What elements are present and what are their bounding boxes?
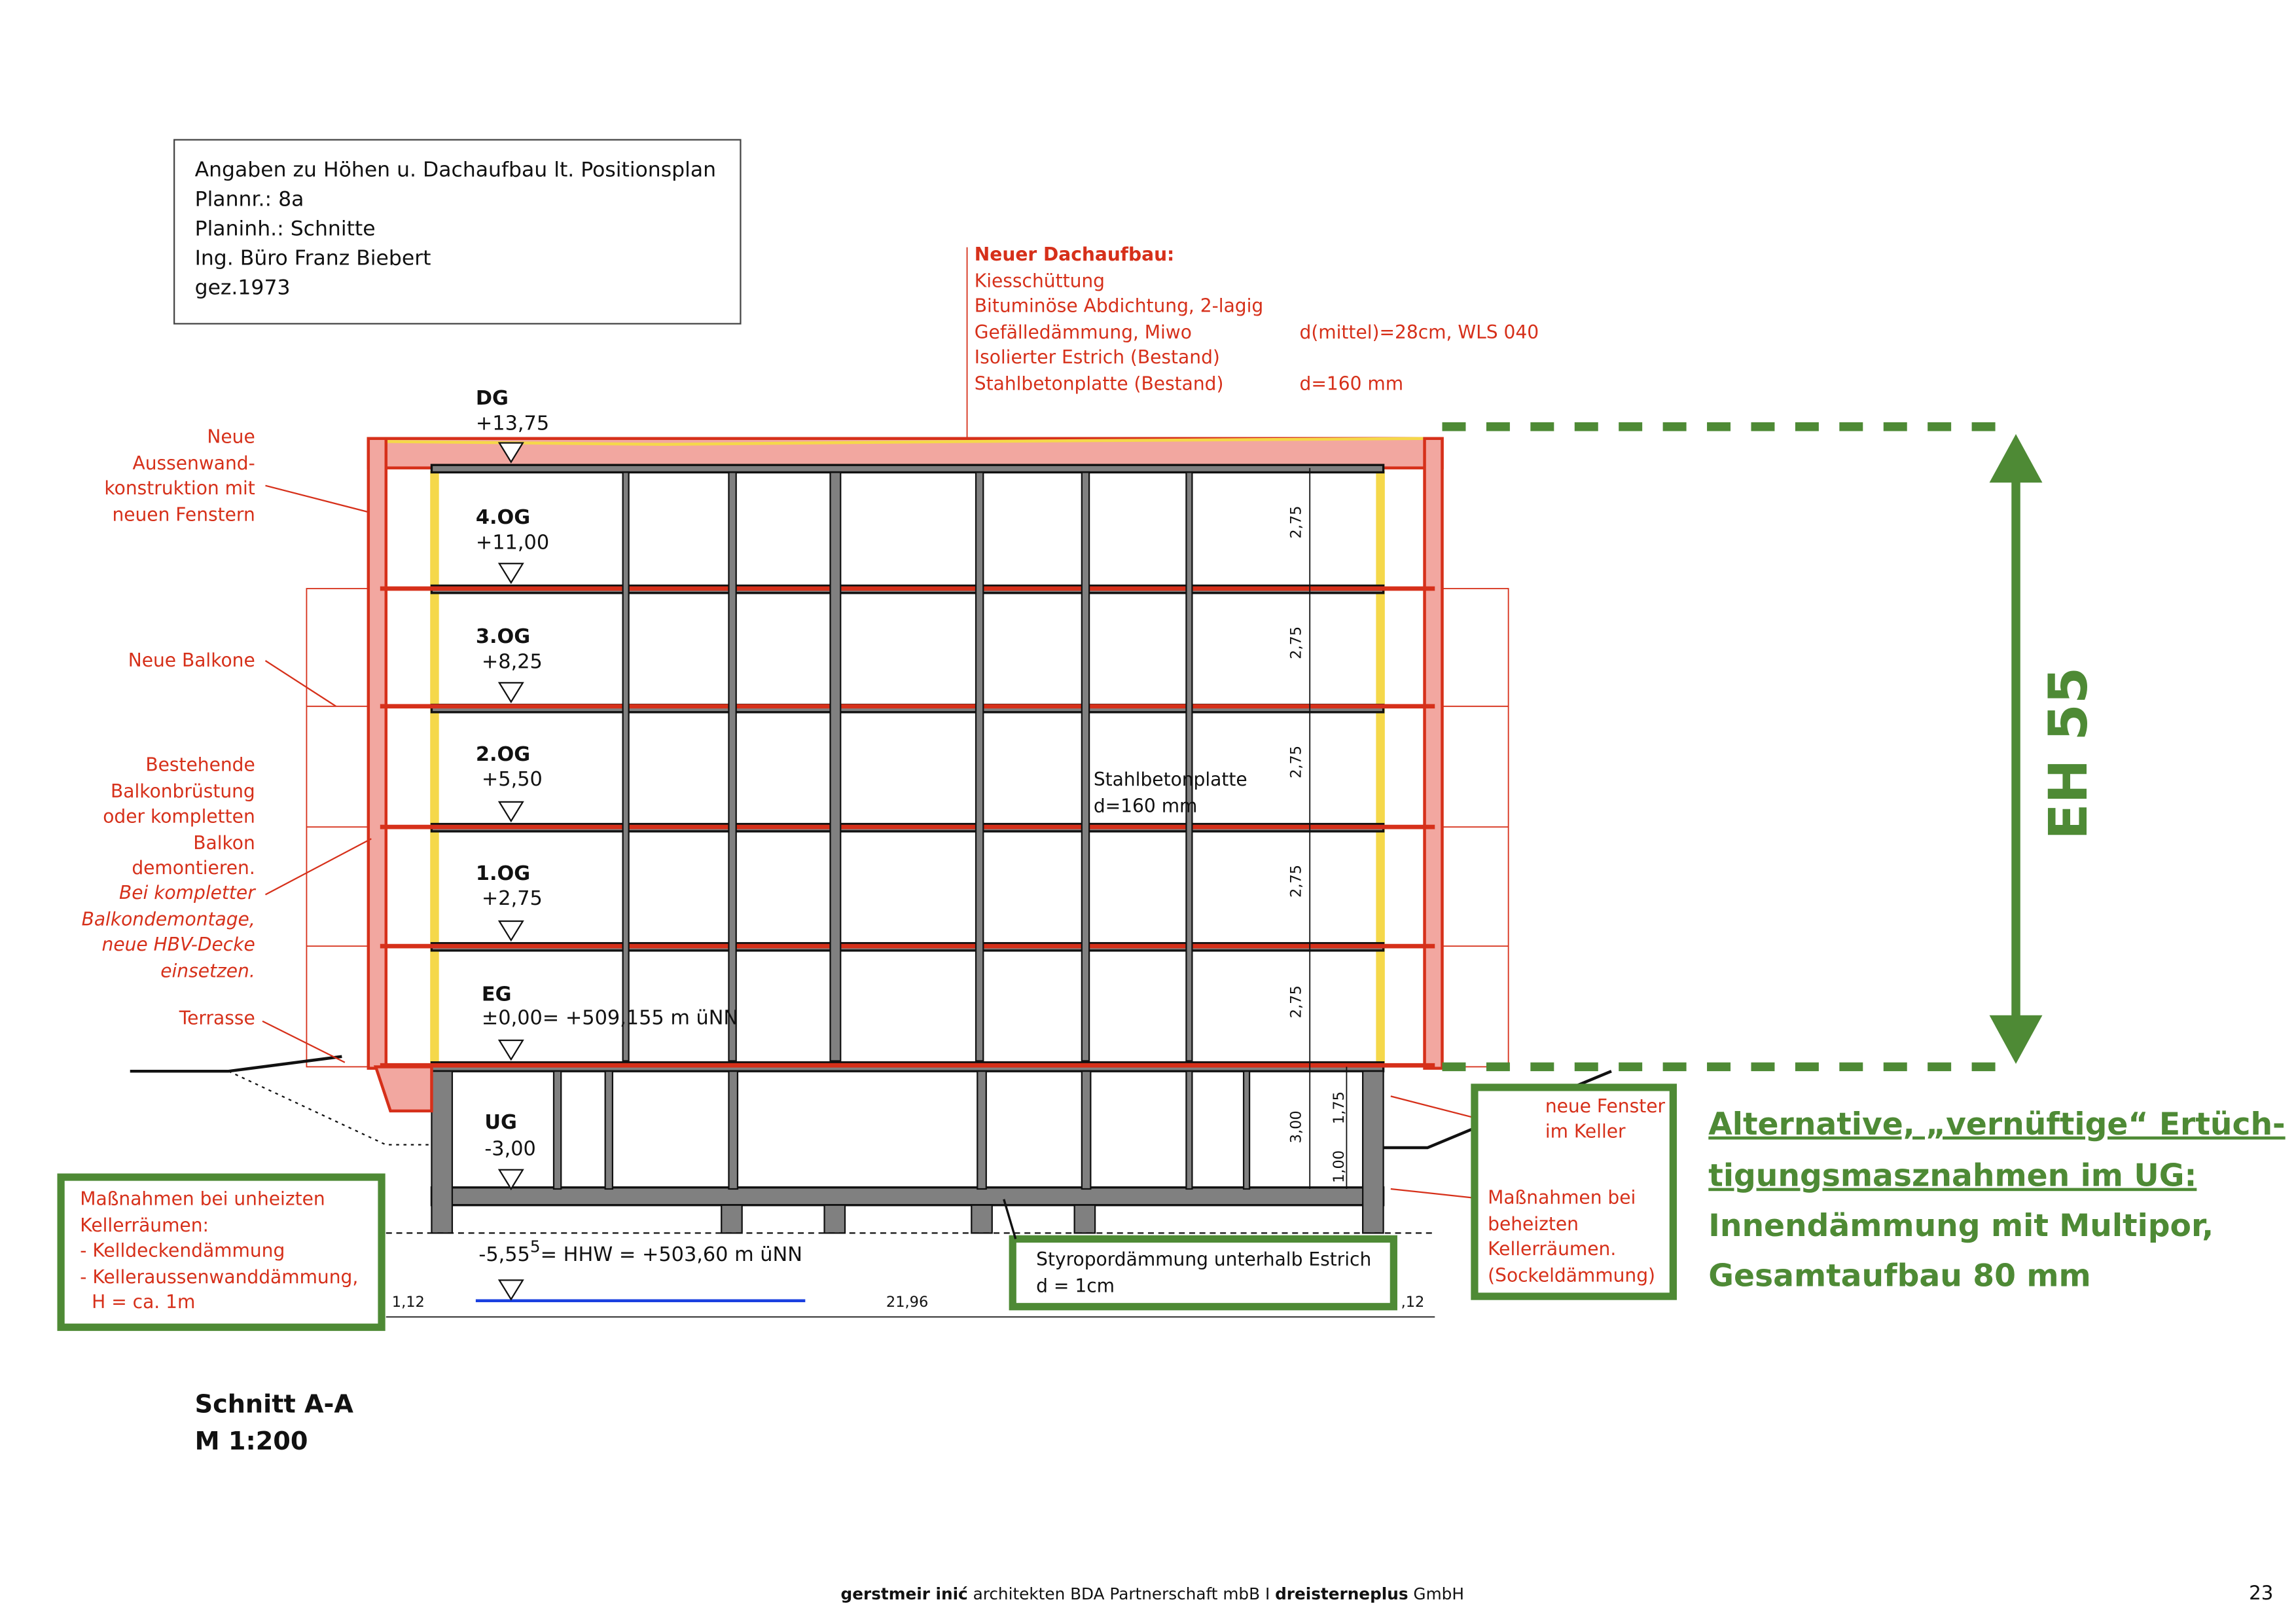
roof-layer: Isolierter Estrich (Bestand) <box>975 346 1220 368</box>
dim-vertical: 1,75 <box>1331 1091 1348 1124</box>
box-line: d = 1cm <box>1036 1275 1115 1296</box>
arrow-up-icon <box>1989 434 2043 483</box>
box-styropor: Styropordämmung unterhalb Estrich d = 1c… <box>1003 1199 1397 1311</box>
note-bestehende: Bestehende <box>145 754 255 776</box>
building-section <box>130 437 1612 1303</box>
note-bestehende-italic: neue HBV-Decke <box>102 934 255 955</box>
dim-vertical: 2,75 <box>1288 746 1305 778</box>
note-bestehende-italic: Bei kompletter <box>119 882 256 903</box>
info-line: gez.1973 <box>195 276 291 300</box>
box-line: Kellerräumen: <box>80 1214 209 1236</box>
box-line: Maßnahmen bei unheizten <box>80 1188 325 1210</box>
roof-layer: Gefälledämmung, Miwo <box>975 321 1192 343</box>
drawing-title: Schnitt A-A <box>195 1391 354 1419</box>
level-elevation: +2,75 <box>482 887 543 910</box>
box-line: im Keller <box>1545 1120 1626 1142</box>
note-balkone: Neue Balkone <box>128 649 255 671</box>
level-name: 3.OG <box>476 625 530 648</box>
note-bestehende: Balkon <box>193 832 255 854</box>
alternative-line: Gesamtaufbau 80 mm <box>1708 1258 2090 1294</box>
note-bestehende-italic: Balkondemontage, <box>82 909 255 930</box>
level-name: 4.OG <box>476 506 530 529</box>
box-line: Maßnahmen bei <box>1488 1186 1636 1208</box>
box-line: Styropordämmung unterhalb Estrich <box>1036 1249 1371 1270</box>
page-number: 23 <box>2249 1582 2273 1604</box>
arrow-down-icon <box>1989 1015 2043 1064</box>
eh55-indicator: EH 55 <box>1442 422 2100 1072</box>
alternative-heading: tigungsmasznahmen im UG: <box>1708 1158 2197 1194</box>
box-line: H = ca. 1m <box>80 1291 195 1313</box>
info-line: Ing. Büro Franz Biebert <box>195 247 431 270</box>
dim-vertical: 2,75 <box>1288 985 1305 1018</box>
dim-vertical: 2,75 <box>1288 627 1305 659</box>
roof-layer: Kiesschüttung <box>975 270 1105 291</box>
note-bestehende-italic: einsetzen. <box>160 960 255 981</box>
info-line: Plannr.: 8a <box>195 188 304 211</box>
level-elevation: +13,75 <box>476 412 549 435</box>
roof-value: d(mittel)=28cm, WLS 040 <box>1299 321 1539 343</box>
slab-label: d=160 mm <box>1094 795 1198 817</box>
level-labels: DG +13,75 4.OG +11,00 3.OG +8,25 2.OG +5… <box>476 387 1247 1301</box>
dim-vertical: 2,75 <box>1288 506 1305 539</box>
info-line: Planinh.: Schnitte <box>195 217 376 241</box>
alternative-note: Alternative, „vernüftige“ Ertüch- tigung… <box>1708 1106 2285 1294</box>
level-name: UG <box>484 1111 517 1134</box>
level-name: DG <box>476 387 509 410</box>
level-elevation: -3,00 <box>484 1137 535 1160</box>
box-line: - Kelldeckendämmung <box>80 1239 285 1261</box>
level-marker-icons <box>497 442 524 1301</box>
note-aussenwand: Neue <box>207 426 255 447</box>
dim-horizontal: 1,12 <box>392 1294 425 1311</box>
level-elevation: +5,50 <box>482 768 543 791</box>
box-line: neue Fenster <box>1545 1095 1666 1117</box>
box-line: Kellerräumen. <box>1488 1238 1616 1260</box>
left-annotations: Neue Aussenwand- konstruktion mit neuen … <box>82 426 1494 1200</box>
level-elevation: +11,00 <box>476 531 549 554</box>
note-aussenwand: neuen Fenstern <box>112 504 255 526</box>
level-name: 1.OG <box>476 862 530 885</box>
dim-horizontal: ,12 <box>1401 1294 1425 1311</box>
roof-note-title: Neuer Dachaufbau: <box>975 244 1175 265</box>
dim-vertical: 2,75 <box>1288 865 1305 898</box>
slab-label: Stahlbetonplatte <box>1094 769 1247 790</box>
level-name: EG <box>482 983 512 1006</box>
alternative-line: Innendämmung mit Multipor, <box>1708 1208 2214 1244</box>
roof-layer: Bituminöse Abdichtung, 2-lagig <box>975 295 1263 316</box>
roof-note: Neuer Dachaufbau: Kiesschüttung Bituminö… <box>966 244 1539 460</box>
hhw-label: -5,555= HHW = +503,60 m üNN <box>478 1237 802 1266</box>
note-aussenwand: Aussenwand- <box>132 452 255 474</box>
note-bestehende: oder kompletten <box>103 805 255 827</box>
box-line: beheizten <box>1488 1213 1579 1235</box>
box-unheated-basement: Maßnahmen bei unheizten Kellerräumen: - … <box>57 1173 386 1331</box>
note-bestehende: demontieren. <box>132 857 255 879</box>
info-line: Angaben zu Höhen u. Dachaufbau lt. Posit… <box>195 158 716 182</box>
level-elevation: ±0,00= +509,155 m üNN <box>482 1006 738 1029</box>
roof-layer: Stahlbetonplatte (Bestand) <box>975 373 1224 395</box>
dim-vertical: 1,00 <box>1331 1150 1348 1183</box>
alternative-heading: Alternative, „vernüftige“ Ertüch- <box>1708 1106 2285 1142</box>
eh55-label: EH 55 <box>2038 667 2100 840</box>
roof-value: d=160 mm <box>1299 373 1403 395</box>
level-name: 2.OG <box>476 743 530 766</box>
note-aussenwand: konstruktion mit <box>104 477 255 499</box>
note-bestehende: Balkonbrüstung <box>111 780 255 802</box>
level-elevation: +8,25 <box>482 650 543 673</box>
note-terrasse: Terrasse <box>179 1007 255 1029</box>
box-heated-basement: neue Fenster im Keller Maßnahmen bei beh… <box>1471 1084 1677 1300</box>
box-line: - Kelleraussenwanddämmung, <box>80 1266 358 1288</box>
info-box: Angaben zu Höhen u. Dachaufbau lt. Posit… <box>173 139 742 325</box>
dim-vertical: 3,00 <box>1288 1110 1305 1143</box>
drawing-scale: M 1:200 <box>195 1427 308 1456</box>
dimensions: 2,75 2,75 2,75 2,75 2,75 3,00 1,75 1,00 … <box>386 467 1435 1318</box>
dim-horizontal: 21,96 <box>886 1294 928 1311</box>
box-line: (Sockeldämmung) <box>1488 1265 1655 1286</box>
footer-credit: gerstmeir inić architekten BDA Partnersc… <box>841 1584 1464 1603</box>
